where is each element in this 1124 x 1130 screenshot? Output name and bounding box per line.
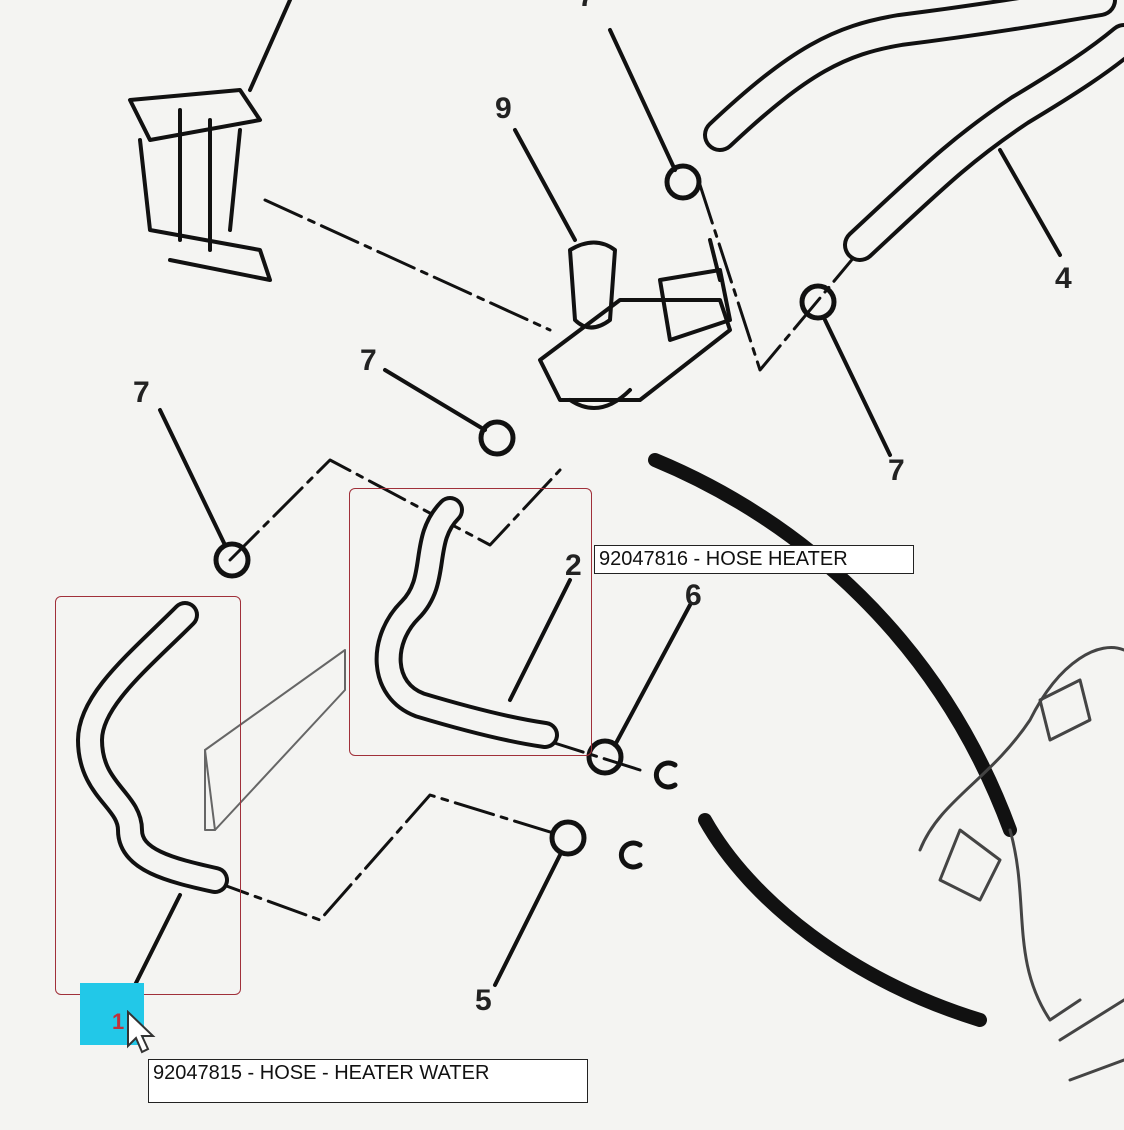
callout-9: 9 [495, 92, 512, 125]
callout-7-left: 7 [133, 376, 150, 409]
callout-7-right: 7 [888, 454, 905, 487]
selection-hose-2[interactable] [349, 488, 592, 756]
callout-7-center: 7 [360, 344, 377, 377]
callout-7-top: 7 [578, 0, 595, 13]
clamps [213, 163, 837, 870]
engine-part [918, 646, 1124, 1082]
heater-core [204, 649, 346, 831]
mouse-cursor-icon [127, 1010, 156, 1054]
selection-hose-1[interactable] [55, 596, 241, 995]
part-label-hose-heater: 92047816 - HOSE HEATER [594, 545, 914, 574]
callout-5: 5 [475, 984, 492, 1017]
callout-6: 6 [685, 579, 702, 612]
hose-4 [703, 0, 1124, 262]
hose-1 [76, 601, 229, 894]
bracket-part [128, 0, 292, 282]
callout-2: 2 [565, 549, 582, 582]
hose-2 [374, 496, 559, 749]
callout-1: 1 [112, 1009, 125, 1034]
part-label-hose-heater-water: 92047815 - HOSE - HEATER WATER [148, 1059, 588, 1103]
valve-part [538, 238, 732, 410]
callout-4: 4 [1055, 262, 1072, 295]
